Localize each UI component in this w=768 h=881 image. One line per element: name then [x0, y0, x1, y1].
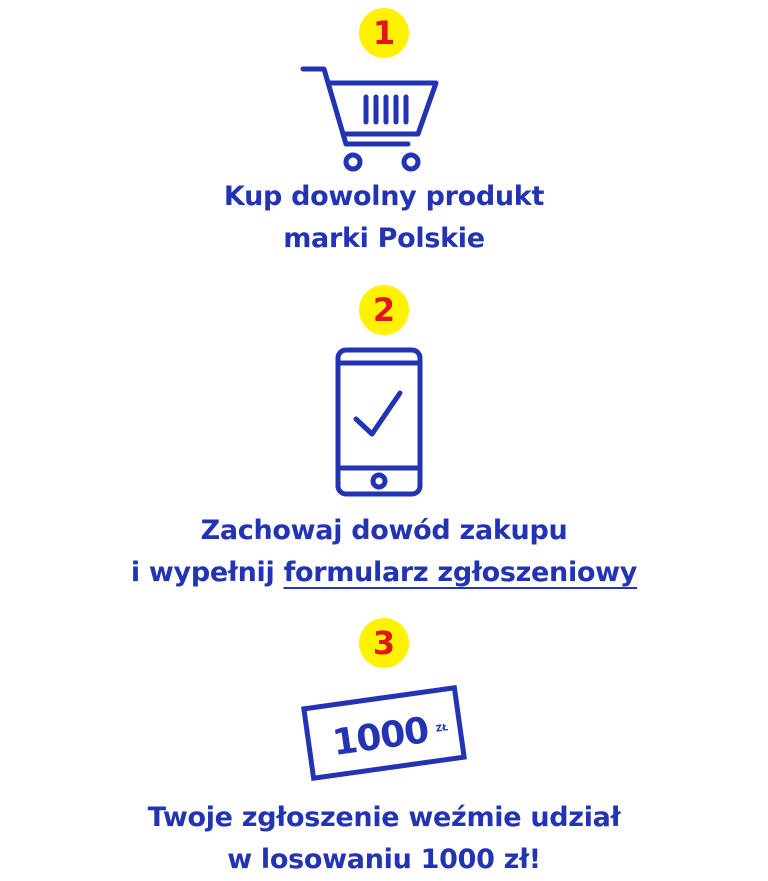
step-3-badge: 3	[359, 618, 409, 668]
step-2-caption-line-1: Zachowaj dowód zakupu	[200, 515, 568, 546]
step-2-caption: Zachowaj dowód zakupu i wypełnij formula…	[0, 510, 768, 594]
step-3-caption-line-2: w losowaniu 1000 zł!	[227, 844, 541, 875]
step-2-caption-line-2-text: i wypełnij	[130, 557, 284, 588]
step-2-badge: 2	[359, 285, 409, 335]
step-2-caption-line-2: i wypełnij formularz zgłoszeniowy	[0, 552, 768, 594]
step-3-caption-line-1: Twoje zgłoszenie weźmie udział	[147, 802, 621, 833]
step-1-caption: Kup dowolny produkt marki Polskie	[0, 176, 768, 260]
step-1-caption-line-2: marki Polskie	[283, 223, 485, 254]
step-1-caption-line-1: Kup dowolny produkt	[223, 181, 545, 212]
step-3-caption: Twoje zgłoszenie weźmie udział w losowan…	[0, 797, 768, 881]
registration-form-link[interactable]: formularz zgłoszeniowy	[283, 557, 638, 588]
ticket-amount: 1000	[330, 710, 431, 764]
prize-ticket-icon: 1000 ZŁ	[301, 684, 467, 782]
ticket-currency: ZŁ	[435, 723, 449, 735]
shopping-cart-icon	[300, 66, 439, 172]
smartphone-check-icon	[335, 347, 423, 497]
step-1-badge: 1	[359, 8, 409, 58]
